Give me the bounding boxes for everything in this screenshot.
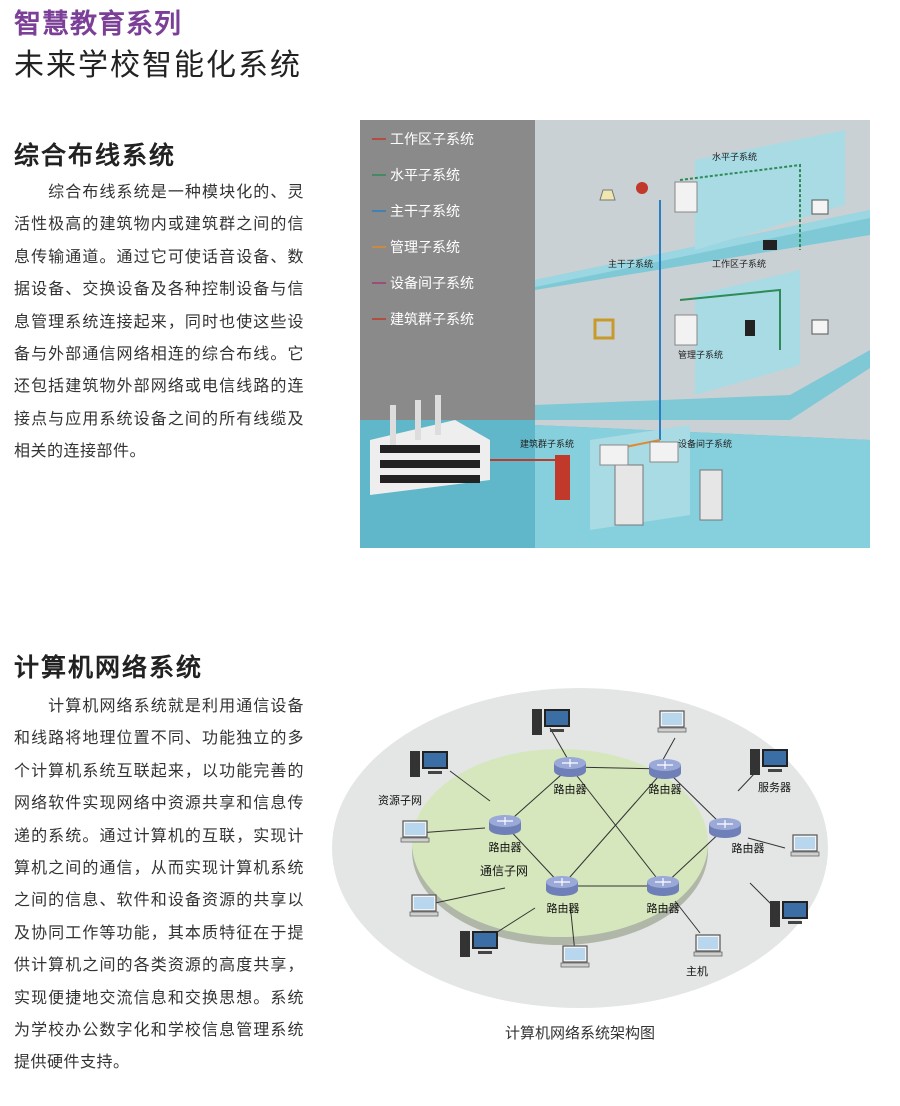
network-caption: 计算机网络系统架构图 — [504, 1024, 655, 1042]
legend-item: 工作区子系统 — [390, 132, 474, 148]
router-icon — [488, 814, 522, 836]
phone-icon — [745, 320, 755, 336]
router-label: 路由器 — [732, 841, 765, 855]
legend-item: 设备间子系统 — [390, 275, 474, 292]
router-label: 路由器 — [547, 901, 580, 915]
host-label: 主机 — [686, 964, 708, 978]
patch-panel-icon — [674, 314, 698, 346]
page-title: 未来学校智能化系统 — [14, 48, 302, 83]
access-panel-icon — [593, 318, 615, 340]
cabling-paragraph: 综合布线系统是一种模块化的、灵活性极高的建筑物内或建筑群之间的信息传输通道。通过… — [14, 182, 304, 461]
legend-item: 主干子系统 — [390, 204, 460, 220]
diagram-label-management: 管理子系统 — [678, 349, 723, 361]
series-title: 智慧教育系列 — [14, 9, 182, 40]
diagram-label-backbone: 主干子系统 — [608, 258, 653, 270]
diagram-label-equipment-room: 设备间子系统 — [678, 438, 732, 450]
speaker-icon — [599, 189, 616, 201]
router-icon — [553, 756, 587, 778]
patch-panel-icon — [649, 441, 679, 463]
computer-icon — [400, 820, 430, 843]
computer-icon — [693, 934, 723, 957]
cabling-legend: 工作区子系统 水平子系统 主干子系统 管理子系统 设备间子系统 建筑群子系统 — [372, 132, 474, 328]
computer-icon — [409, 894, 439, 917]
patch-panel-icon — [599, 444, 629, 466]
computer-icon — [790, 834, 820, 857]
computer-icon — [811, 199, 829, 215]
patch-panel-icon — [674, 181, 698, 213]
router-label: 路由器 — [489, 840, 522, 854]
diagram-label-horizontal: 水平子系统 — [712, 151, 757, 163]
legend-item: 水平子系统 — [390, 168, 460, 184]
subnet-label: 通信子网 — [480, 864, 528, 878]
server-rack-icon — [614, 464, 644, 526]
router-label: 路由器 — [647, 901, 680, 915]
router-icon — [708, 817, 742, 839]
legend-item: 管理子系统 — [390, 240, 460, 256]
workstation-icon — [770, 901, 808, 927]
equipment-rack-icon — [699, 469, 723, 521]
cabling-section-title: 综合布线系统 — [14, 141, 177, 170]
computer-icon — [657, 710, 687, 733]
computer-icon — [811, 319, 829, 335]
cabinet-icon — [555, 455, 570, 500]
cabling-diagram: 工作区子系统 水平子系统 主干子系统 管理子系统 设备间子系统 建筑群子系统 水… — [360, 120, 870, 548]
router-label: 路由器 — [649, 782, 682, 796]
diagram-label-workarea: 工作区子系统 — [712, 258, 766, 270]
router-label: 路由器 — [554, 782, 587, 796]
campus-building-icon — [370, 395, 490, 495]
computer-icon — [560, 945, 590, 968]
router-icon — [545, 875, 579, 897]
phone-icon — [763, 240, 777, 250]
legend-item: 建筑群子系统 — [390, 312, 474, 328]
camera-icon — [636, 182, 648, 194]
network-paragraph: 计算机网络系统就是利用通信设备和线路将地理位置不同、功能独立的多个计算机系统互联… — [14, 696, 304, 1072]
diagram-label-campus: 建筑群子系统 — [520, 438, 574, 450]
network-diagram: 路由器 路由器 路由器 路由器 路由器 路由器 通信子网 资源子网 服务器 主机 — [330, 683, 830, 1010]
resource-subnet-label: 资源子网 — [378, 793, 422, 807]
server-label: 服务器 — [758, 781, 791, 794]
router-icon — [646, 875, 680, 897]
network-section-title: 计算机网络系统 — [14, 653, 204, 682]
router-icon — [648, 758, 682, 780]
